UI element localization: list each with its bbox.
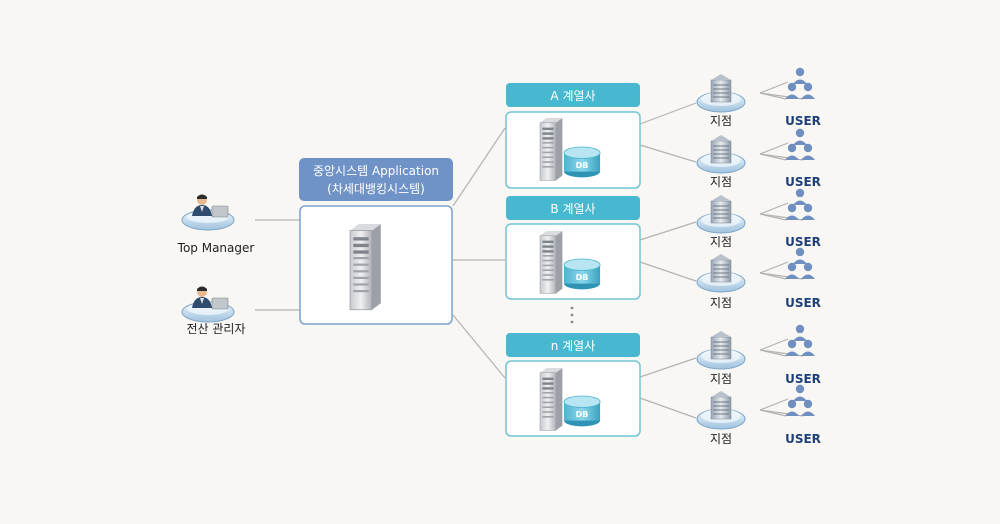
affiliate-n: n 계열사 DB	[505, 333, 641, 437]
user-group-icon	[785, 385, 815, 416]
top-manager-label: Top Manager	[177, 241, 255, 255]
branch-label: 지점	[710, 114, 732, 128]
user-group-icon	[785, 68, 815, 99]
person-at-laptop-icon	[181, 286, 235, 323]
branch-label: 지점	[710, 235, 732, 249]
affiliate-b-header	[506, 196, 640, 220]
user-label: USER	[785, 175, 821, 189]
server-icon	[539, 117, 563, 181]
user-group-icon	[785, 248, 815, 279]
user-label: USER	[785, 432, 821, 446]
branch-row-2: 지점 USER	[696, 129, 821, 189]
branch-row-1: 지점 USER	[696, 68, 821, 128]
branch-label: 지점	[710, 296, 732, 310]
building-icon	[696, 73, 746, 113]
building-icon	[696, 253, 746, 293]
user-group-icon	[785, 325, 815, 356]
building-icon	[696, 194, 746, 234]
db-label: DB	[576, 273, 589, 282]
central-system-title: 중앙시스템 Application	[313, 164, 439, 178]
db-label: DB	[576, 161, 589, 170]
user-group-icon	[785, 129, 815, 160]
building-icon	[696, 134, 746, 174]
central-system-subtitle: (차세대뱅킹시스템)	[327, 182, 425, 196]
affiliate-a: A 계열사 DB	[505, 83, 641, 189]
branch-row-6: 지점 USER	[696, 385, 821, 446]
it-admin-label: 전산 관리자	[186, 322, 245, 336]
db-label: DB	[576, 410, 589, 419]
user-label: USER	[785, 114, 821, 128]
building-icon	[696, 330, 746, 370]
server-icon	[539, 230, 563, 294]
branch-label: 지점	[710, 432, 732, 446]
central-system-header	[299, 158, 453, 201]
person-at-laptop-icon	[181, 194, 235, 231]
affiliate-a-header	[506, 83, 640, 107]
it-admin-node: 전산 관리자	[181, 286, 246, 336]
affiliate-n-header	[506, 333, 640, 357]
user-group-icon	[785, 189, 815, 220]
branch-row-5: 지점 USER	[696, 325, 821, 386]
central-system: 중앙시스템 Application (차세대뱅킹시스템)	[299, 158, 453, 325]
affiliate-b: B 계열사 DB	[505, 196, 641, 300]
affiliate-b-label: B 계열사	[550, 202, 595, 216]
top-manager-node: Top Manager	[177, 194, 255, 255]
affiliate-n-label: n 계열사	[551, 339, 596, 353]
affiliate-a-label: A 계열사	[550, 89, 595, 103]
branch-label: 지점	[710, 175, 732, 189]
user-label: USER	[785, 372, 821, 386]
branch-row-4: 지점 USER	[696, 248, 821, 310]
branch-label: 지점	[710, 372, 732, 386]
branch-row-3: 지점 USER	[696, 189, 821, 249]
server-icon	[539, 367, 563, 431]
server-icon	[349, 223, 382, 311]
user-label: USER	[785, 296, 821, 310]
building-icon	[696, 390, 746, 430]
ellipsis-dots	[570, 306, 574, 324]
user-label: USER	[785, 235, 821, 249]
